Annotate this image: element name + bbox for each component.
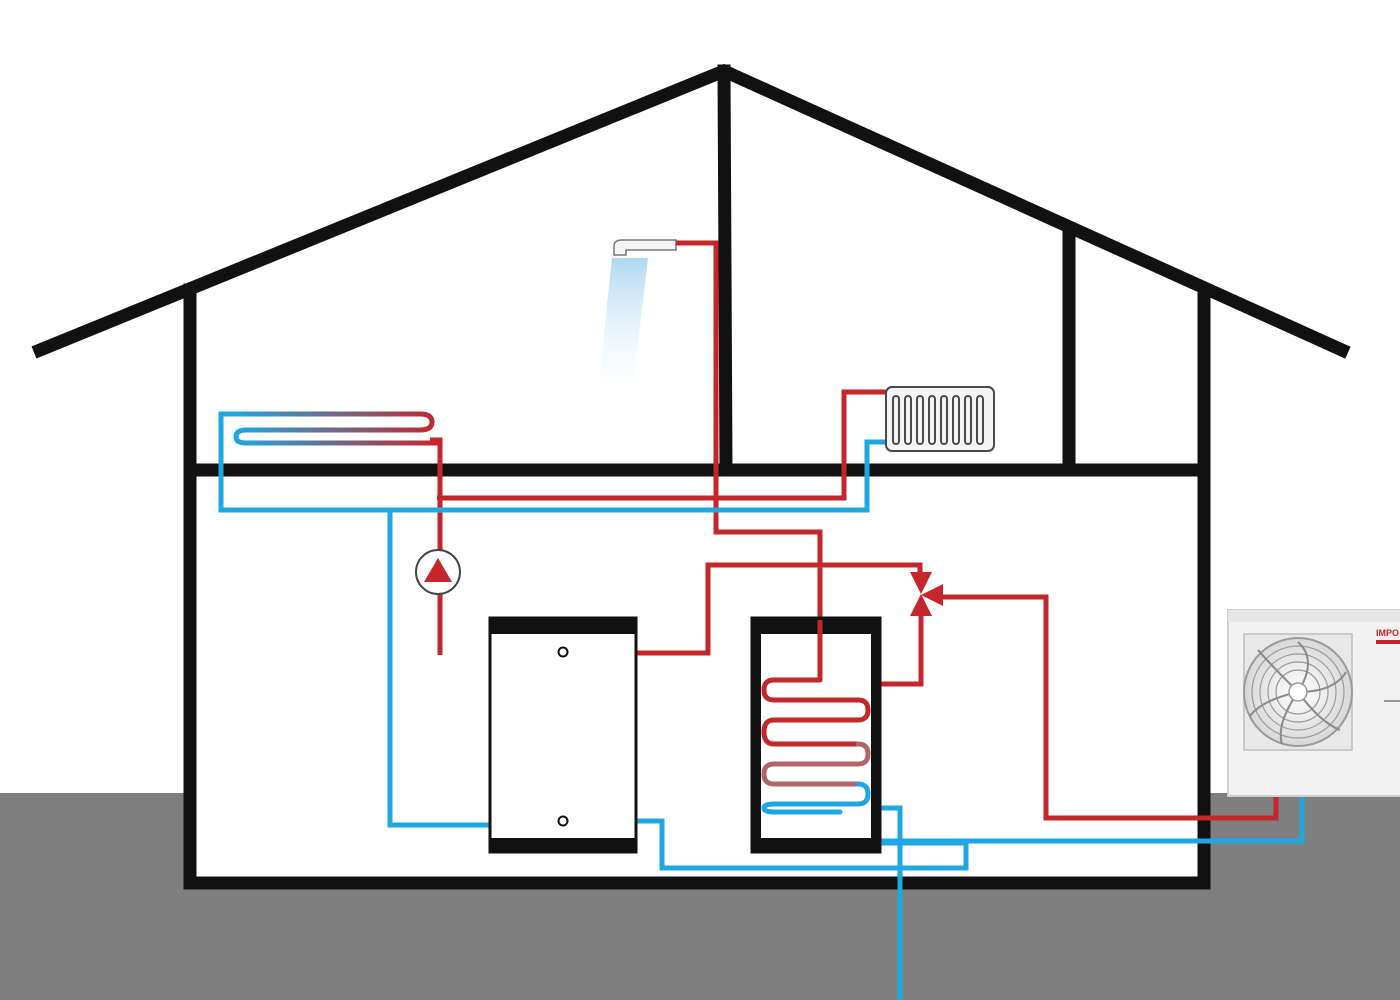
- circulation-pump-icon: [415, 549, 461, 595]
- hot-pipes: [430, 240, 1279, 821]
- outdoor-heat-pump-unit-icon: IMPO: [1227, 609, 1400, 797]
- buffer-tank-icon: [488, 616, 638, 854]
- brand-label: IMPO: [1376, 628, 1399, 638]
- radiator-icon: [885, 386, 995, 452]
- hot-water-tank-icon: [750, 616, 882, 854]
- shower-head-icon: [596, 239, 677, 410]
- underfloor-heating-coil-icon: [233, 411, 440, 446]
- three-way-valve-icon: [910, 572, 943, 616]
- house-structure-icon: [31, 63, 1351, 890]
